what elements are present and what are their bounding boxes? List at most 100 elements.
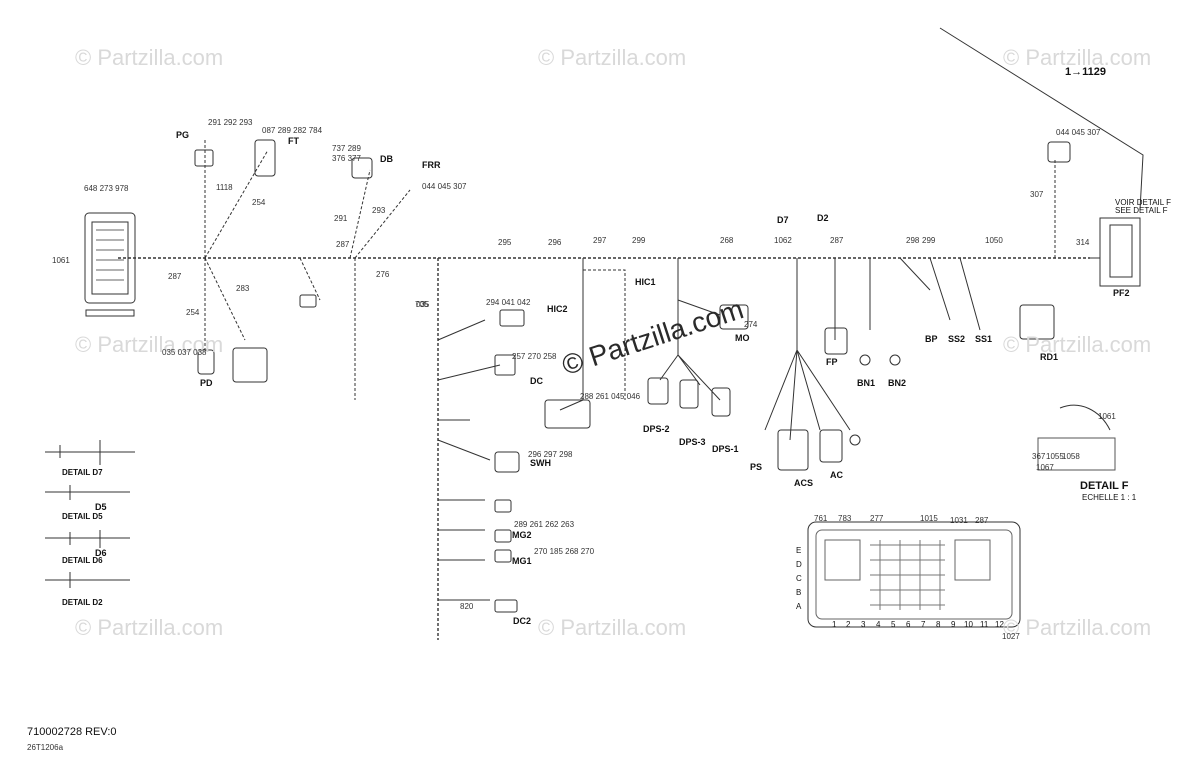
part-callout: 087 289 282 784: [262, 126, 323, 135]
connector-label: D5: [95, 502, 107, 512]
connector-label: DC: [530, 376, 543, 386]
connector-label: SWH: [530, 458, 551, 468]
connector-label: DPS-1: [712, 444, 739, 454]
part-callout: 705: [415, 300, 429, 309]
connector-label: SS2: [948, 334, 966, 344]
part-callout: 783: [838, 514, 852, 523]
watermark: © Partzilla.com: [75, 332, 224, 357]
fuse-col-label: 2: [846, 620, 851, 629]
fuse-col-label: 7: [921, 620, 926, 629]
part-callout: 314: [1076, 238, 1090, 247]
connector-label: DPS-3: [679, 437, 706, 447]
fuse-col-label: 10: [964, 620, 973, 629]
part-callout: 307: [1030, 190, 1044, 199]
connector-label: BN2: [888, 378, 907, 388]
part-callout: 299: [632, 236, 646, 245]
connector-label: BN1: [857, 378, 876, 388]
view-detail-f: VOIR DETAIL F: [1115, 198, 1172, 207]
fuse-col-label: 1: [832, 620, 837, 629]
detail-title: DETAIL D2: [62, 598, 103, 607]
fuse-row-label: B: [796, 588, 802, 597]
connector-label: D6: [95, 548, 107, 558]
part-callout: 761: [814, 514, 828, 523]
part-callout: 274: [744, 320, 758, 329]
connector-label: AC: [830, 470, 843, 480]
connector-label: HIC2: [547, 304, 568, 314]
part-callout: 297: [593, 236, 607, 245]
part-callout: 287: [830, 236, 844, 245]
part-callout: 1067: [1036, 463, 1054, 472]
watermark: © Partzilla.com: [538, 45, 687, 70]
connector-label: FRR: [422, 160, 441, 170]
fuse-col-label: 8: [936, 620, 941, 629]
part-callout: 298: [906, 236, 920, 245]
watermark: © Partzilla.com: [1003, 615, 1152, 640]
part-callout: 294 041 042: [486, 298, 531, 307]
part-callout: 1062: [774, 236, 792, 245]
part-callout: 296 297 298: [528, 450, 573, 459]
connector-label: FT: [288, 136, 299, 146]
part-callout: 1118: [216, 183, 233, 192]
part-callout: 291 292 293: [208, 118, 253, 127]
connector-label: PG: [176, 130, 190, 140]
part-callout: 254: [186, 308, 200, 317]
detail-title: DETAIL D7: [62, 468, 103, 477]
part-callout: 257 270 258: [512, 352, 557, 361]
watermark: © Partzilla.com: [1003, 45, 1152, 70]
part-callout: 289 261 262 263: [514, 520, 575, 529]
part-callout: 299: [922, 236, 936, 245]
part-callout: 287: [336, 240, 350, 249]
fuse-row-label: C: [796, 574, 802, 583]
fuse-col-label: 12: [995, 620, 1004, 629]
part-callout: 1061: [52, 256, 70, 265]
connector-label: PS: [750, 462, 763, 472]
connector-label: DB: [380, 154, 393, 164]
part-callout: 254: [252, 198, 266, 207]
fuse-col-label: 5: [891, 620, 896, 629]
part-callout: 296: [548, 238, 562, 247]
part-callout: 035 037 038: [162, 348, 207, 357]
connector-label: RD1: [1040, 352, 1059, 362]
part-callout: 1031: [950, 516, 968, 525]
sheet-code: 26T1206a: [27, 743, 64, 752]
fuse-col-label: 6: [906, 620, 911, 629]
part-callout: 035: [416, 300, 430, 309]
part-callout: 1055: [1046, 452, 1064, 461]
connector-label: BP: [925, 334, 938, 344]
detail-scale: ECHELLE 1 : 1: [1082, 493, 1137, 502]
part-callout: 648 273 978: [84, 184, 129, 193]
see-detail-f: SEE DETAIL F: [1115, 206, 1168, 215]
part-callout: 737 289: [332, 144, 361, 153]
part-callout: 270 185 268 270: [534, 547, 595, 556]
connector-label: MO: [735, 333, 750, 343]
part-callout: 293: [372, 206, 386, 215]
detail-title: DETAIL D6: [62, 556, 103, 565]
watermark: © Partzilla.com: [538, 615, 687, 640]
part-callout: 291: [334, 214, 348, 223]
part-callout: 1015: [920, 514, 938, 523]
part-callout: 283: [236, 284, 250, 293]
document-number: 710002728 REV:0: [27, 726, 117, 738]
connector-label: ACS: [794, 478, 814, 488]
part-callout: 276: [376, 270, 390, 279]
watermark: © Partzilla.com: [75, 45, 224, 70]
part-callout: 1027: [1002, 632, 1020, 641]
watermark: © Partzilla.com: [75, 615, 224, 640]
connector-label: PD: [200, 378, 213, 388]
part-callout: 1058: [1062, 452, 1080, 461]
fuse-col-label: 4: [876, 620, 881, 629]
part-callout: 268: [720, 236, 734, 245]
part-callout: 376 377: [332, 154, 361, 163]
part-callout: 287: [168, 272, 182, 281]
connector-label: DPS-2: [643, 424, 670, 434]
watermark: © Partzilla.com: [1003, 332, 1152, 357]
part-callout: 367: [1032, 452, 1046, 461]
detail-title: DETAIL D5: [62, 512, 103, 521]
connector-label: SS1: [975, 334, 993, 344]
connector-label: MG2: [512, 530, 532, 540]
part-callout: 820: [460, 602, 474, 611]
part-callout: 277: [870, 514, 884, 523]
sheet-reference: 1→1129: [1065, 66, 1106, 78]
connector-label: MG1: [512, 556, 532, 566]
